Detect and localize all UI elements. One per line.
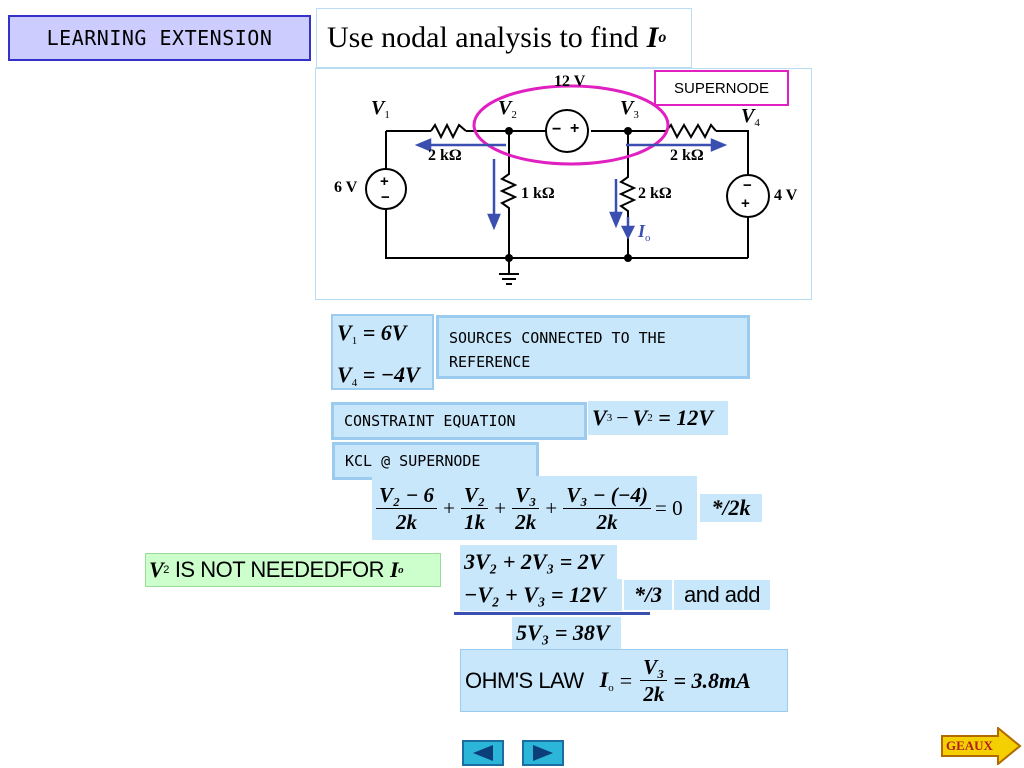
- io-label: Io: [638, 221, 651, 244]
- ohms-law-label: OHM'S LAW: [465, 667, 584, 693]
- v3-label: V3: [620, 97, 639, 121]
- supernode-label: SUPERNODE: [654, 70, 789, 106]
- sources-label-box: SOURCES CONNECTED TO THE REFERENCE: [436, 315, 750, 379]
- multiplier-3: */3: [624, 580, 672, 610]
- geaux-label: GEAUX: [946, 738, 993, 753]
- source-12v-minus: −: [552, 121, 562, 138]
- source-6v-label: 6 V: [334, 179, 358, 196]
- constraint-label-box: CONSTRAINT EQUATION: [331, 402, 587, 440]
- source-12v-circle: [545, 109, 589, 153]
- kcl-multiplier: */2k: [700, 494, 762, 522]
- v2-label: V2: [498, 97, 517, 121]
- source-4v-circle: [726, 174, 770, 218]
- next-slide-button[interactable]: [522, 740, 564, 766]
- learning-extension-badge: LEARNING EXTENSION: [8, 15, 311, 61]
- eq-v4: V4 = −4V: [337, 362, 420, 389]
- source-12v-plus: +: [570, 120, 580, 137]
- source-4v-minus: −: [743, 177, 752, 194]
- title-var-sub: o: [658, 29, 667, 46]
- eq-v1: V1 = 6V: [337, 320, 407, 347]
- kcl-term-4: V₃ − (−4)2k: [563, 482, 652, 535]
- equation-a: 3V₂ + 2V₃ = 2V: [460, 545, 617, 579]
- resistor-1k-label: 1 kΩ: [521, 185, 555, 202]
- resistor-left-label: 2 kΩ: [428, 147, 462, 164]
- kcl-label-box: KCL @ SUPERNODE: [332, 442, 539, 480]
- v4-label: V4: [741, 105, 760, 129]
- previous-slide-button[interactable]: [462, 740, 504, 766]
- ohms-law-lhs: Io: [599, 667, 614, 694]
- sum-line: [454, 612, 650, 615]
- resistor-2k-label: 2 kΩ: [638, 185, 672, 202]
- title-text: Use nodal analysis to find: [327, 21, 639, 54]
- resistor-right-label: 2 kΩ: [670, 147, 704, 164]
- triangle-right-icon: [533, 745, 553, 761]
- and-add-text: and add: [674, 580, 770, 610]
- triangle-left-icon: [473, 745, 493, 761]
- circuit-svg: [365, 84, 770, 285]
- ohms-law-result: = 3.8mA: [673, 667, 751, 693]
- supernode-ellipse: [472, 84, 670, 166]
- circuit-diagram: V1 V2 V3 V4 12 V − + 6 V + − 4 V − + 2 k…: [315, 68, 812, 300]
- equation-c: 5V₃ = 38V: [512, 617, 621, 649]
- title-var: I: [646, 21, 659, 54]
- source-6v-plus: +: [380, 173, 389, 190]
- source-equations-box: V1 = 6V V4 = −4V: [331, 314, 434, 390]
- source-6v-minus: −: [381, 189, 390, 206]
- equation-b: −V₂ + V₃ = 12V: [460, 579, 622, 611]
- source-4v-plus: +: [741, 195, 750, 212]
- source-4v-label: 4 V: [774, 187, 798, 204]
- source-6v-circle: [365, 168, 407, 210]
- arrow-right-icon: [941, 727, 1022, 765]
- source-12v-label: 12 V: [554, 73, 586, 90]
- badge-text: LEARNING EXTENSION: [46, 26, 273, 50]
- v1-label: V1: [371, 97, 390, 121]
- geaux-button[interactable]: GEAUX: [940, 727, 1022, 765]
